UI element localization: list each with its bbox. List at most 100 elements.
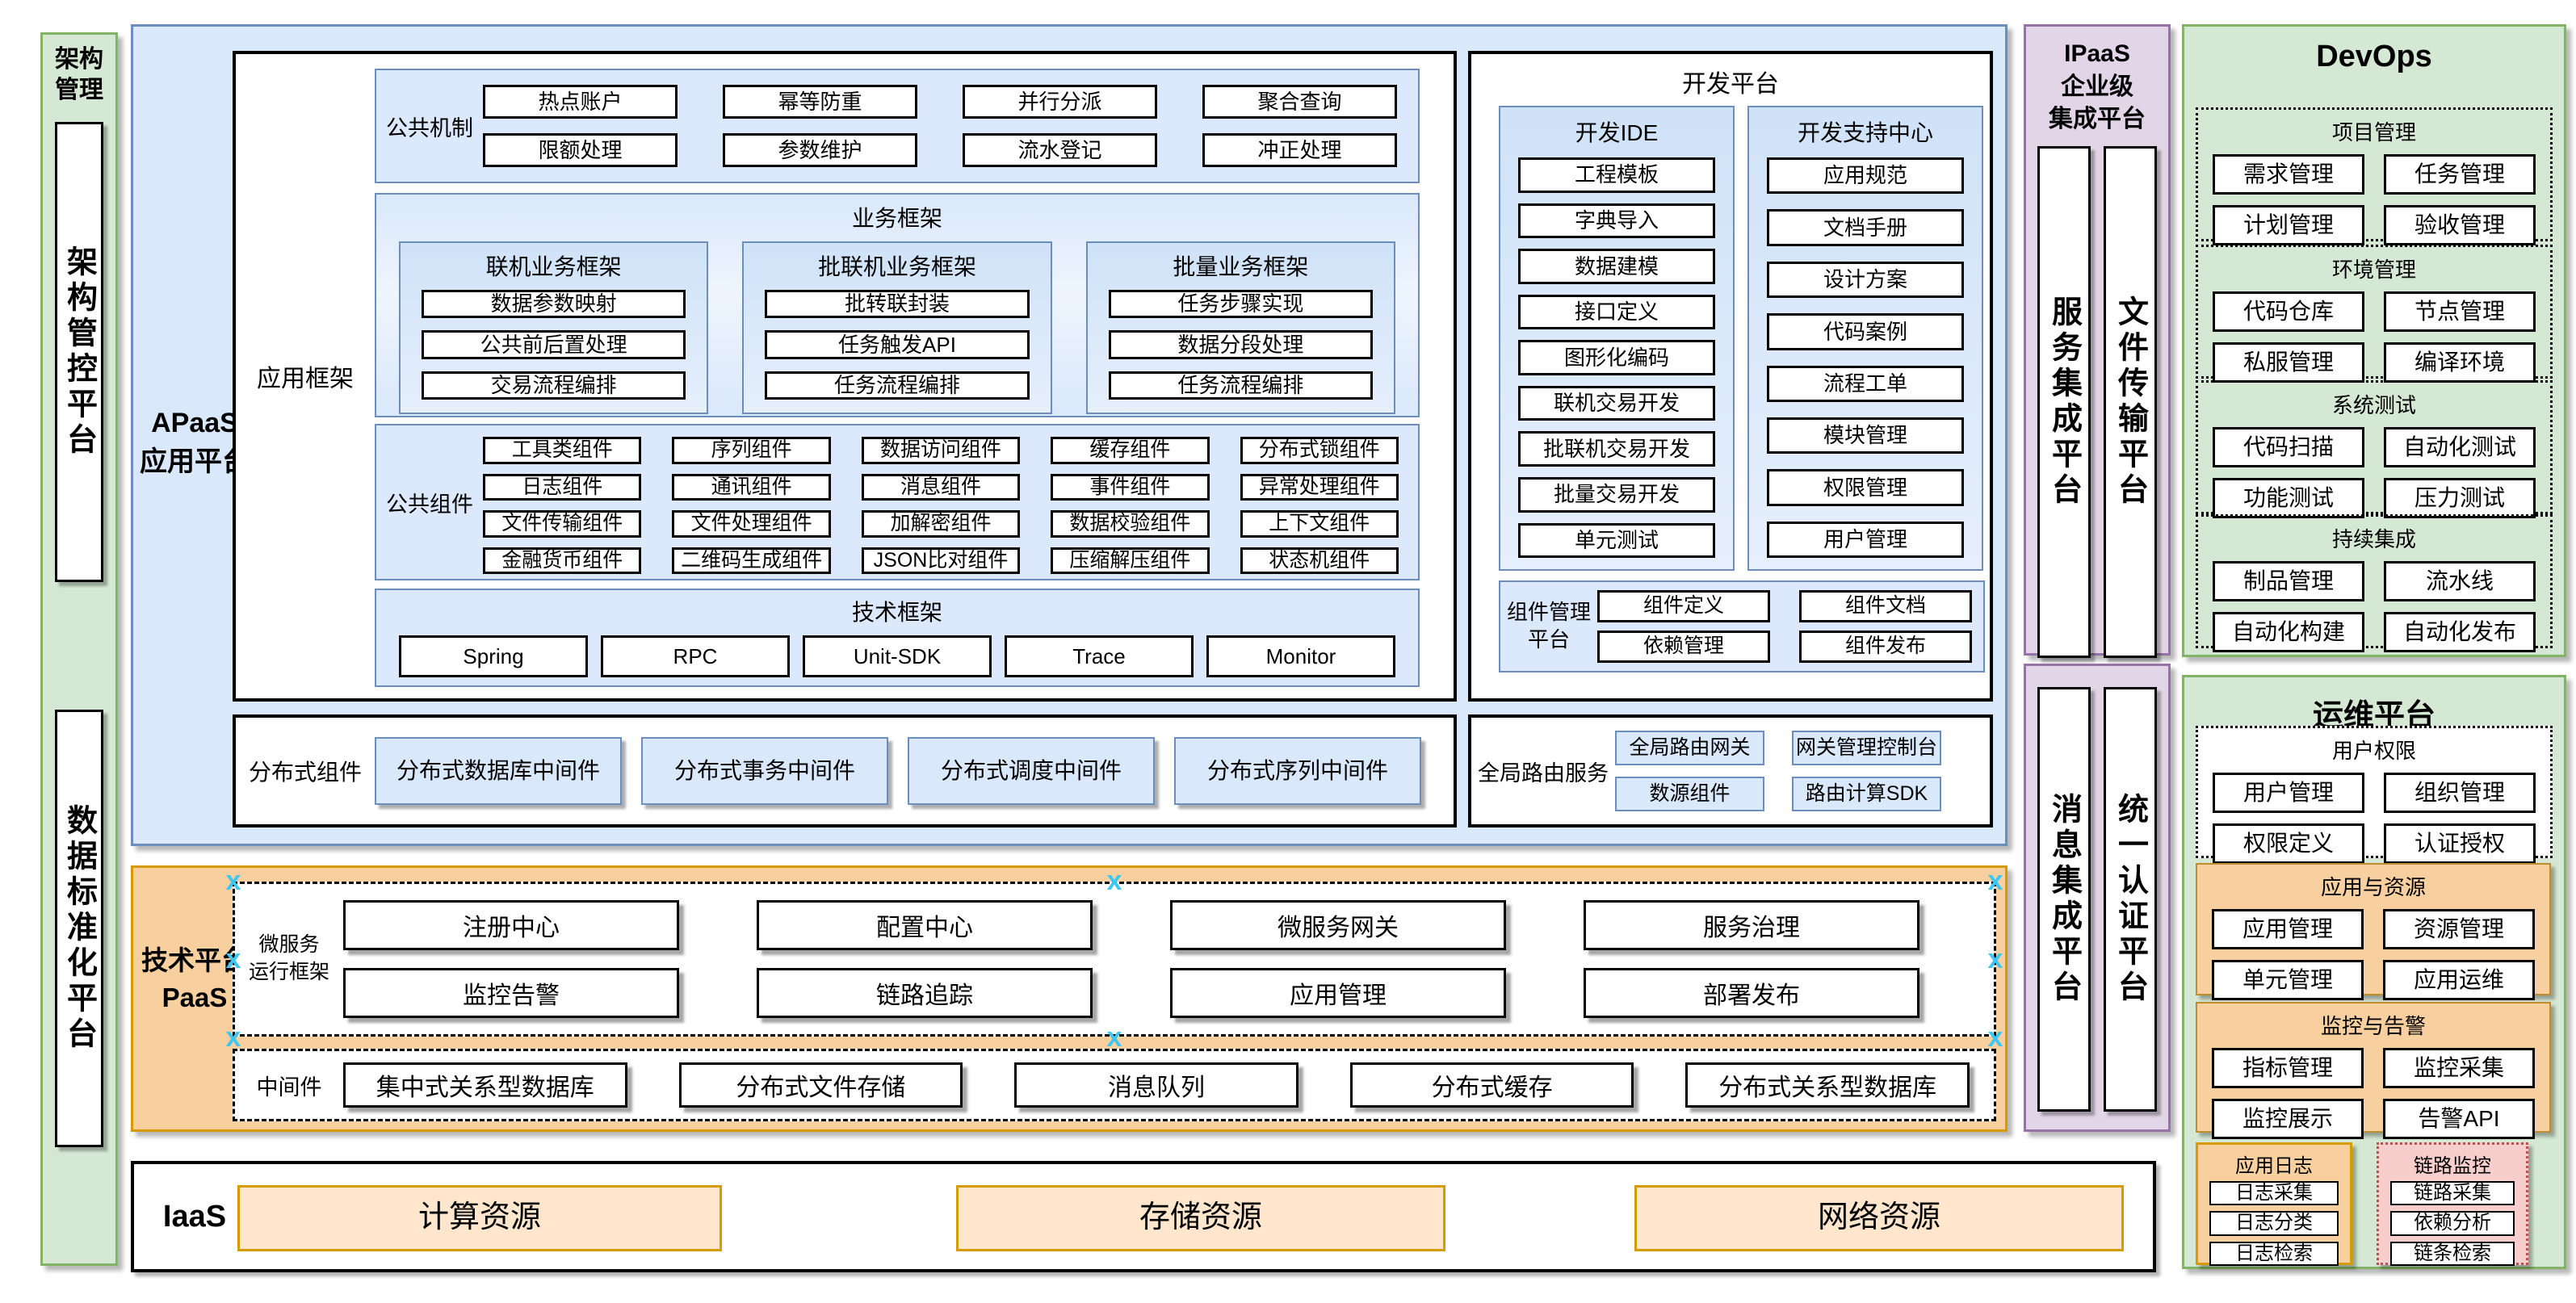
ops-platform-panel[interactable]: 运维平台 用户权限 用户管理组织管理权限定义认证授权 应用与资源 应用管理资源管… — [2182, 675, 2566, 1269]
middleware-shape[interactable]: 分布式文件存储 — [678, 1062, 963, 1108]
ops-shape[interactable]: 指标管理 — [2212, 1048, 2364, 1088]
component-shape[interactable]: 上下文组件 — [1240, 510, 1399, 538]
support-shape[interactable]: 流程工单 — [1767, 365, 1964, 402]
ops-shape[interactable]: 认证授权 — [2384, 823, 2536, 864]
ide-shape[interactable]: 数据建模 — [1518, 249, 1715, 284]
dev-support-column[interactable]: 开发支持中心 应用规范文档手册设计方案代码案例流程工单模块管理权限管理用户管理 — [1747, 106, 1983, 571]
component-shape[interactable]: 金融货币组件 — [483, 547, 642, 574]
devops-shape[interactable]: 自动化测试 — [2384, 427, 2536, 467]
devops-shape[interactable]: 需求管理 — [2213, 154, 2364, 195]
ide-shape[interactable]: 单元测试 — [1518, 522, 1715, 559]
microservice-shape[interactable]: 监控告警 — [343, 968, 679, 1018]
support-shape[interactable]: 模块管理 — [1767, 417, 1964, 455]
framework-shape[interactable]: 数据参数映射 — [422, 290, 686, 319]
message-integration-platform-bar[interactable]: 消息集成平台 — [2037, 687, 2091, 1112]
devops-shape[interactable]: 私服管理 — [2213, 342, 2364, 383]
system-test-section[interactable]: 系统测试 代码扫描自动化测试功能测试压力测试 — [2196, 380, 2553, 518]
devops-shape[interactable]: 流水线 — [2384, 561, 2536, 601]
framework-shape[interactable]: 任务流程编排 — [765, 371, 1030, 400]
common-mechanism-box[interactable]: 公共机制 热点账户幂等防重并行分派聚合查询限额处理参数维护流水登记冲正处理 — [375, 69, 1420, 183]
compute-resources-shape[interactable]: 计算资源 — [237, 1185, 722, 1251]
component-shape[interactable]: 缓存组件 — [1051, 437, 1210, 464]
ide-shape[interactable]: 联机交易开发 — [1518, 385, 1715, 421]
user-permission-section[interactable]: 用户权限 用户管理组织管理权限定义认证授权 — [2196, 726, 2553, 864]
component-mgmt-shape[interactable]: 依赖管理 — [1597, 631, 1770, 663]
ops-shape[interactable]: 应用运维 — [2383, 960, 2535, 1000]
component-mgmt-box[interactable]: 组件管理 平台 组件定义组件文档依赖管理组件发布 — [1499, 580, 1985, 672]
microservice-shape[interactable]: 链路追踪 — [757, 968, 1093, 1018]
tech-shape[interactable]: RPC — [601, 635, 790, 677]
ide-shape[interactable]: 接口定义 — [1518, 294, 1715, 330]
ops-shape[interactable]: 用户管理 — [2213, 773, 2364, 813]
component-shape[interactable]: 日志组件 — [483, 473, 642, 501]
dev-ide-column[interactable]: 开发IDE 工程模板字典导入数据建模接口定义图形化编码联机交易开发批联机交易开发… — [1499, 106, 1735, 571]
application-framework-box[interactable]: 应用框架 公共机制 热点账户幂等防重并行分派聚合查询限额处理参数维护流水登记冲正… — [233, 51, 1457, 702]
ops-shape[interactable]: 资源管理 — [2383, 909, 2535, 949]
devops-shape[interactable]: 任务管理 — [2384, 154, 2536, 195]
ops-shape[interactable]: 组织管理 — [2384, 773, 2536, 813]
support-shape[interactable]: 用户管理 — [1767, 521, 1964, 558]
ops-shape[interactable]: 监控采集 — [2383, 1048, 2535, 1088]
ide-shape[interactable]: 批联机交易开发 — [1518, 431, 1715, 467]
component-shape[interactable]: 事件组件 — [1051, 473, 1210, 501]
middleware-shape[interactable]: 分布式序列中间件 — [1174, 737, 1421, 805]
selection-handle-icon[interactable]: x — [1987, 944, 2003, 974]
business-framework-box[interactable]: 业务框架 联机业务框架 数据参数映射公共前后置处理交易流程编排 批联机业务框架 … — [375, 193, 1420, 417]
routing-shape[interactable]: 数源组件 — [1615, 777, 1764, 811]
tech-shape[interactable]: Monitor — [1206, 635, 1395, 677]
dev-platform-box[interactable]: 开发平台 开发IDE 工程模板字典导入数据建模接口定义图形化编码联机交易开发批联… — [1468, 51, 1993, 702]
support-shape[interactable]: 文档手册 — [1767, 209, 1964, 246]
selection-handle-icon[interactable]: x — [225, 1022, 241, 1053]
mechanism-shape[interactable]: 幂等防重 — [723, 85, 917, 119]
mechanism-shape[interactable]: 冲正处理 — [1202, 133, 1397, 167]
devops-panel[interactable]: DevOps 项目管理 需求管理任务管理计划管理验收管理 环境管理 代码仓库节点… — [2182, 24, 2566, 657]
framework-shape[interactable]: 任务步骤实现 — [1108, 290, 1373, 319]
log-shape[interactable]: 日志采集 — [2209, 1181, 2339, 1206]
middleware-shape[interactable]: 分布式数据库中间件 — [375, 737, 622, 805]
service-integration-platform-bar[interactable]: 服务集成平台 — [2037, 145, 2091, 658]
framework-shape[interactable]: 批转联封装 — [765, 290, 1030, 319]
mechanism-shape[interactable]: 热点账户 — [483, 85, 678, 119]
component-mgmt-shape[interactable]: 组件发布 — [1799, 631, 1972, 663]
microservice-shape[interactable]: 应用管理 — [1170, 968, 1506, 1018]
project-mgmt-section[interactable]: 项目管理 需求管理任务管理计划管理验收管理 — [2196, 107, 2553, 245]
ops-shape[interactable]: 监控展示 — [2212, 1099, 2364, 1139]
global-routing-box[interactable]: 全局路由服务 全局路由网关网关管理控制台数源组件路由计算SDK — [1468, 714, 1993, 827]
trace-shape[interactable]: 链条检索 — [2390, 1241, 2515, 1267]
trace-monitor-section[interactable]: 链路监控 链路采集依赖分析链条检索 — [2377, 1142, 2528, 1267]
online-business-framework[interactable]: 联机业务框架 数据参数映射公共前后置处理交易流程编排 — [399, 241, 709, 414]
devops-shape[interactable]: 节点管理 — [2384, 291, 2536, 332]
component-shape[interactable]: 通讯组件 — [672, 473, 831, 501]
framework-shape[interactable]: 公共前后置处理 — [422, 330, 686, 359]
architecture-control-platform-bar[interactable]: 架构管控平台 — [55, 122, 103, 582]
ops-shape[interactable]: 应用管理 — [2212, 909, 2364, 949]
app-log-section[interactable]: 应用日志 日志采集日志分类日志检索 — [2196, 1142, 2352, 1267]
selection-handle-icon[interactable]: x — [1987, 865, 2003, 896]
component-shape[interactable]: 二维码生成组件 — [672, 547, 831, 574]
monitoring-alert-section[interactable]: 监控与告警 指标管理监控采集监控展示告警API — [2196, 1002, 2551, 1139]
component-shape[interactable]: 数据校验组件 — [1051, 510, 1210, 538]
microservice-runtime-box[interactable]: x x x x x x x x 微服务 运行框架 注册中心配置中心微服务网关服务… — [226, 867, 2003, 1051]
component-shape[interactable]: 文件传输组件 — [483, 510, 642, 538]
ops-shape[interactable]: 告警API — [2383, 1099, 2535, 1139]
component-shape[interactable]: 分布式锁组件 — [1240, 437, 1399, 464]
trace-shape[interactable]: 链路采集 — [2390, 1181, 2515, 1206]
ide-shape[interactable]: 批量交易开发 — [1518, 476, 1715, 513]
component-shape[interactable]: 数据访问组件 — [861, 437, 1021, 464]
middleware-shape[interactable]: 集中式关系型数据库 — [343, 1062, 627, 1108]
environment-mgmt-section[interactable]: 环境管理 代码仓库节点管理私服管理编译环境 — [2196, 245, 2553, 383]
data-standardization-platform-bar[interactable]: 数据标准化平台 — [55, 710, 103, 1147]
devops-shape[interactable]: 自动化构建 — [2213, 612, 2364, 652]
mechanism-shape[interactable]: 参数维护 — [723, 133, 917, 167]
middleware-shape[interactable]: 分布式关系型数据库 — [1685, 1062, 1970, 1108]
support-shape[interactable]: 权限管理 — [1767, 469, 1964, 506]
batch-business-framework[interactable]: 批量业务框架 任务步骤实现数据分段处理任务流程编排 — [1085, 241, 1395, 414]
devops-shape[interactable]: 代码扫描 — [2213, 427, 2364, 467]
devops-shape[interactable]: 压力测试 — [2384, 478, 2536, 518]
framework-shape[interactable]: 交易流程编排 — [422, 371, 686, 400]
component-shape[interactable]: 压缩解压组件 — [1051, 547, 1210, 574]
selection-handle-icon[interactable]: x — [225, 944, 241, 974]
mechanism-shape[interactable]: 并行分派 — [963, 85, 1157, 119]
component-shape[interactable]: JSON比对组件 — [861, 547, 1021, 574]
